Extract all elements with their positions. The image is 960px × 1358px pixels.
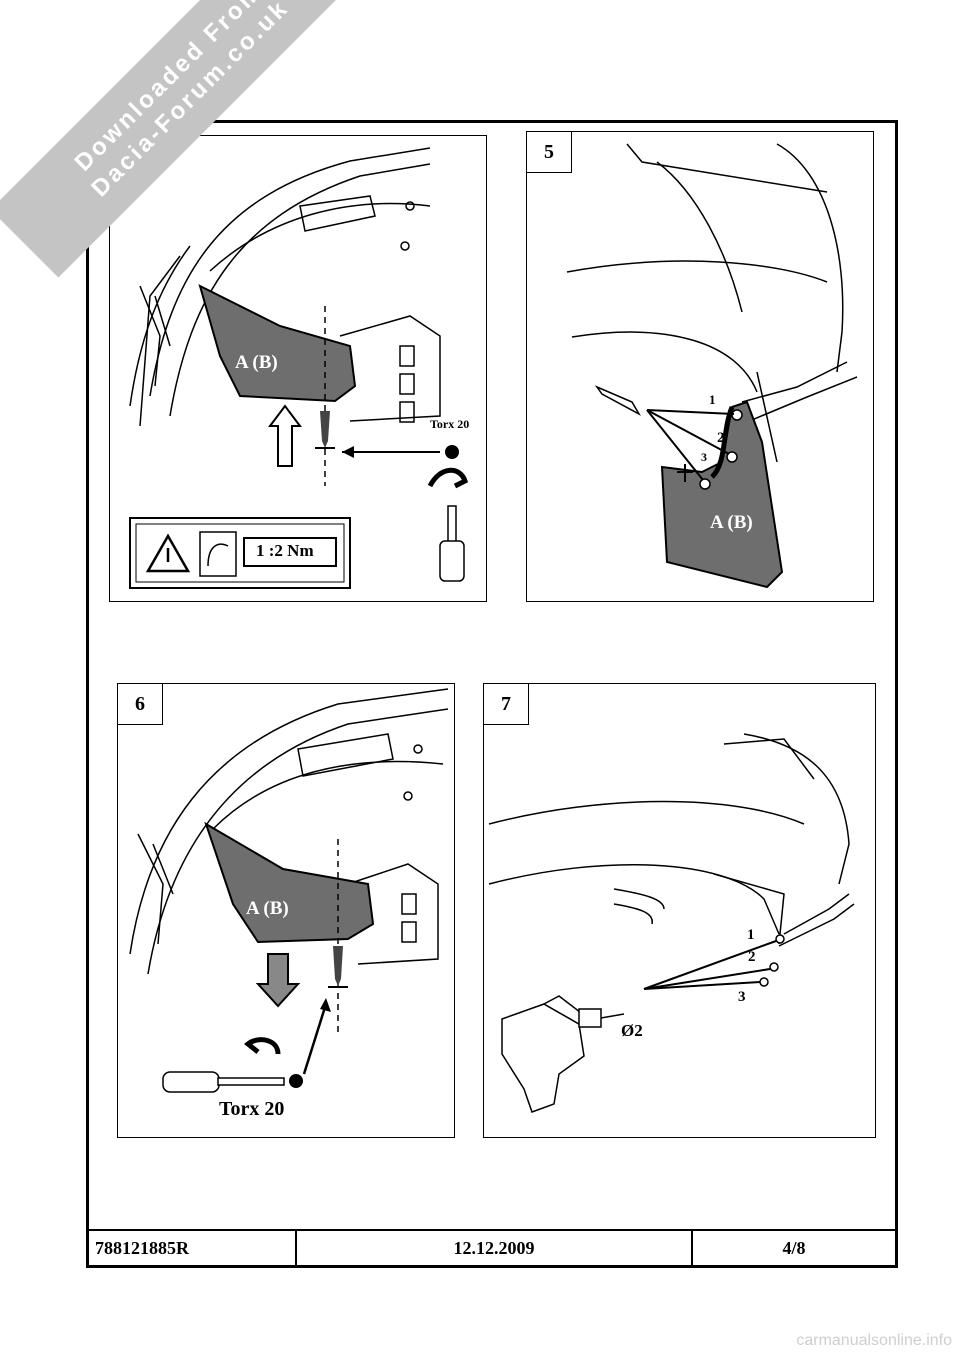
point-2-label: 2 xyxy=(717,430,725,446)
point-2-label: 2 xyxy=(748,949,756,965)
page-frame: 4 A (B) Torx 20 1 :2 Nm xyxy=(86,120,898,1268)
part-label: A (B) xyxy=(235,352,278,373)
point-1-label: 1 xyxy=(709,392,716,407)
site-credit: carmanualsonline.info xyxy=(796,1332,952,1349)
step-7-illustration xyxy=(488,733,855,1113)
title-block: 788121885R 12.12.2009 4/8 xyxy=(89,1229,895,1265)
step-number: 5 xyxy=(527,132,572,173)
part-label: A (B) xyxy=(246,898,289,919)
step-4-panel: 4 A (B) Torx 20 1 :2 Nm xyxy=(109,135,487,602)
step-7-panel: 7 1 2 3 Ø2 xyxy=(483,683,876,1138)
step-5-panel: 5 1 2 3 A (B) xyxy=(526,131,874,602)
page-number: 4/8 xyxy=(782,1237,806,1258)
torx-label: Torx 20 xyxy=(219,1098,285,1120)
step-number: 6 xyxy=(118,684,163,725)
torque-value: 1 :2 Nm xyxy=(256,541,314,560)
step-6-panel: 6 A (B) Torx 20 xyxy=(117,683,455,1138)
torx-label: Torx 20 xyxy=(430,417,470,431)
drill-size-label: Ø2 xyxy=(621,1021,643,1040)
point-1-label: 1 xyxy=(747,927,755,943)
step-4-illustration xyxy=(129,147,469,589)
step-6-illustration xyxy=(129,688,449,1093)
step-5-illustration xyxy=(566,143,858,589)
reference-number: 788121885R xyxy=(89,1231,297,1265)
point-3-label: 3 xyxy=(701,450,707,464)
step-number: 7 xyxy=(484,684,529,725)
document-date: 12.12.2009 xyxy=(297,1231,693,1265)
part-label: A (B) xyxy=(710,512,753,533)
point-3-label: 3 xyxy=(738,989,746,1005)
